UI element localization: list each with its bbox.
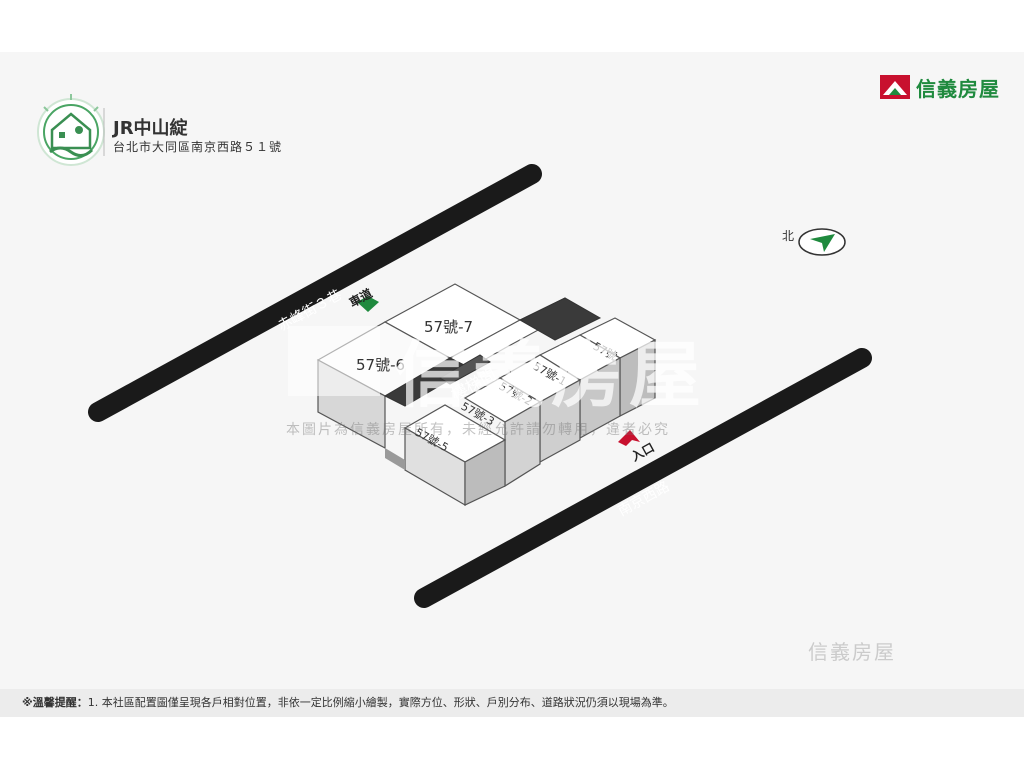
brand-logo: 信義房屋	[880, 75, 1000, 101]
brand-name: 信義房屋	[916, 76, 1000, 101]
entrance-arrow-icon	[618, 430, 640, 446]
road-north	[88, 164, 542, 422]
project-address: 台北市大同區南京西路５１號	[113, 140, 283, 154]
garage-arrow-icon	[357, 296, 379, 312]
road-south	[414, 348, 872, 608]
watermark-brand: 信義房屋	[395, 333, 708, 417]
watermark-logo-shape	[288, 326, 380, 396]
watermark-copyright: 本圖片為信義房屋所有，未經允許請勿轉用，違者必究	[286, 422, 670, 438]
north-label: 北	[782, 229, 795, 243]
sinyi-logo-icon	[880, 75, 910, 99]
unit-label-57-7: 57號-7	[424, 318, 474, 336]
house-badge-icon	[37, 94, 105, 166]
north-arrow-icon	[798, 228, 846, 256]
project-title: JR中山綻	[113, 118, 188, 139]
notice-bar: ※溫馨提醒：1. 本社區配置圖僅呈現各戶相對位置，非依一定比例縮小繪製，實際方位…	[0, 689, 1024, 717]
watermark-corner: 信義房屋	[808, 640, 896, 664]
top-band	[0, 0, 1024, 52]
notice-label: ※溫馨提醒：	[22, 696, 88, 709]
notice-text: 1. 本社區配置圖僅呈現各戶相對位置，非依一定比例縮小繪製，實際方位、形狀、戶別…	[87, 696, 674, 709]
unit-label-57-6: 57號-6	[356, 356, 406, 374]
